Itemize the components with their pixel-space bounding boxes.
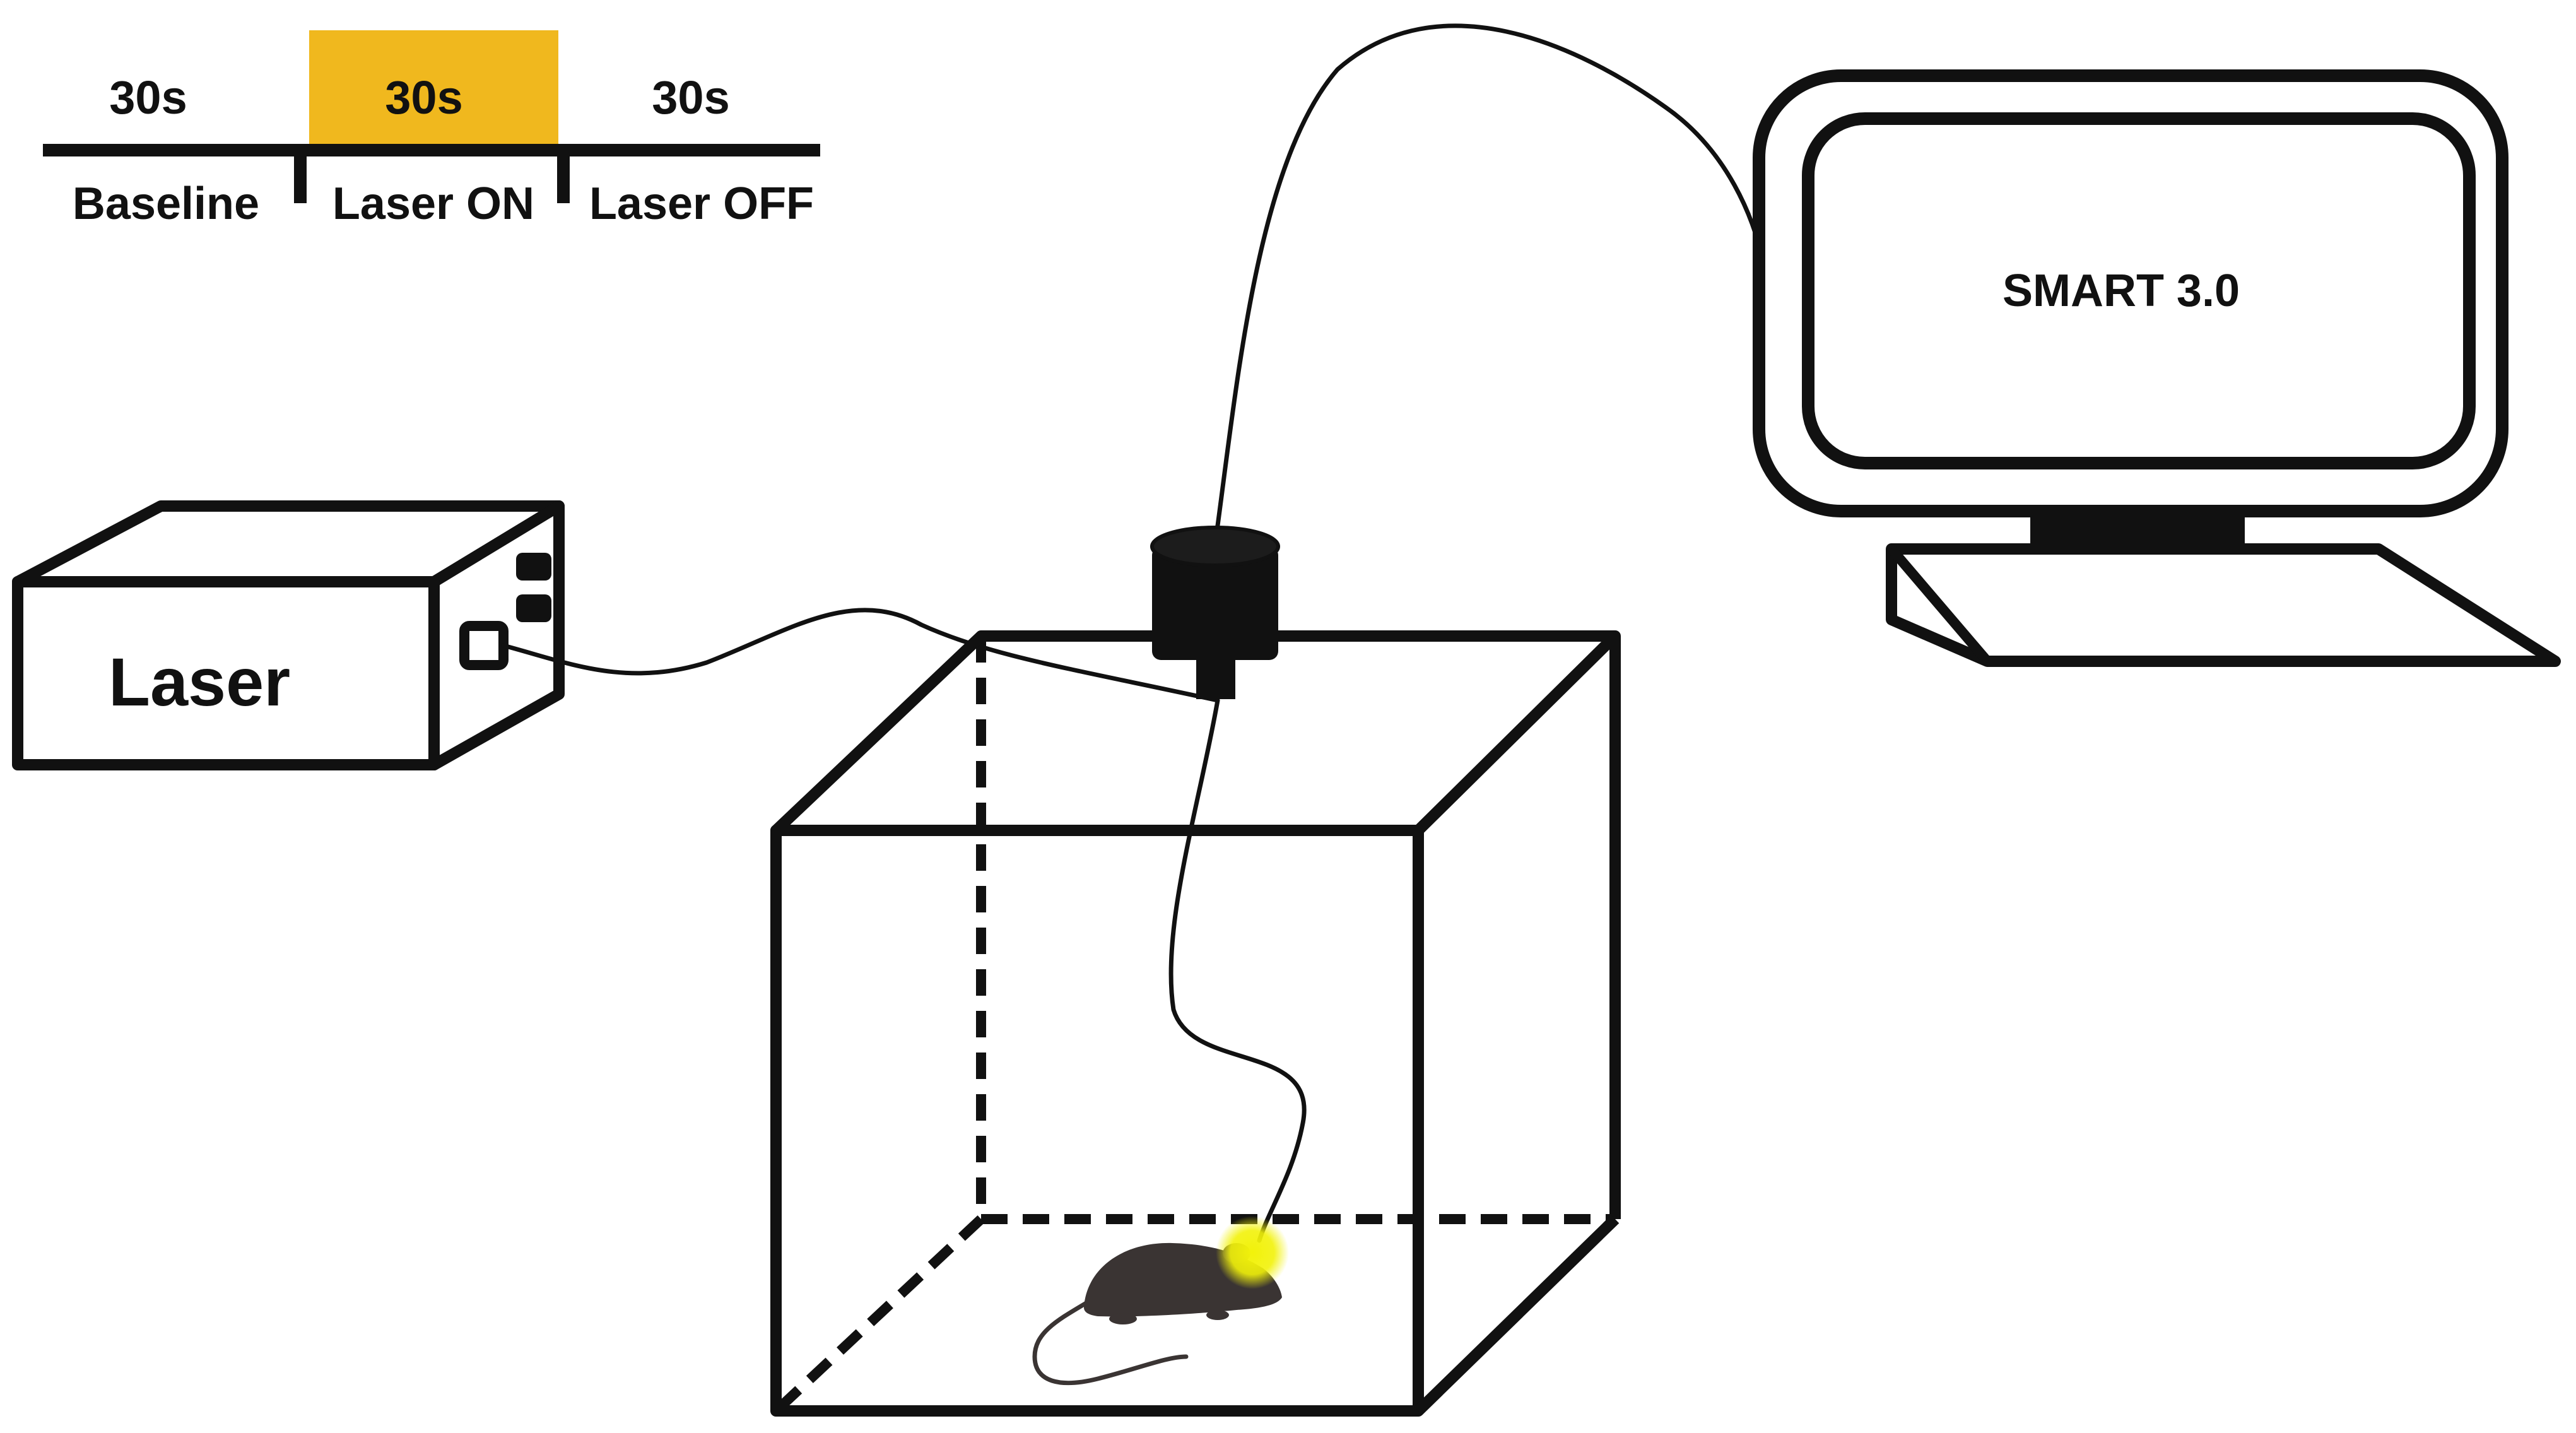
phase-2-label: Laser ON (332, 179, 534, 229)
monitor-screen-label: SMART 3.0 (2003, 266, 2240, 316)
keyboard-edge (1887, 545, 1992, 665)
cables (501, 23, 1764, 1243)
laser-button-top (516, 553, 551, 581)
mouse-tail (1032, 1297, 1189, 1385)
laser-on-highlight (309, 30, 558, 150)
mouse-back-paw (1109, 1313, 1137, 1324)
laser-label: Laser (109, 644, 290, 720)
protocol-timeline: 30s 30s 30s Baseline Laser ON Laser OFF (43, 30, 820, 229)
optic-fiber-to-mouse (1168, 698, 1307, 1243)
laser-button-bottom (516, 594, 551, 622)
laser-output-port (459, 621, 509, 670)
box-right-bottom-edge (1414, 1215, 1620, 1415)
box-back-bottom-left (772, 1215, 985, 1415)
phase-3-duration: 30s (652, 71, 729, 124)
phase-1-duration: 30s (109, 71, 187, 124)
camera-lens (1196, 656, 1235, 699)
computer-monitor: SMART 3.0 (1753, 69, 2561, 667)
laser-box-front (12, 576, 440, 770)
monitor-screen (1802, 112, 2476, 469)
camera-body (1152, 546, 1278, 660)
laser-to-fiber-cable (501, 608, 1220, 703)
phase-2-duration: 30s (385, 71, 462, 124)
camera-to-monitor-cable (1213, 23, 1764, 546)
monitor-stand (2030, 511, 2245, 548)
phase-3-label: Laser OFF (589, 179, 814, 229)
camera-top (1150, 526, 1280, 567)
phase-1-label: Baseline (73, 179, 259, 229)
laser-device: Laser (12, 500, 565, 770)
keyboard (1886, 543, 2561, 667)
mouse-front-paw (1206, 1310, 1229, 1320)
laser-light-spot (1216, 1216, 1289, 1289)
camera (1150, 526, 1280, 699)
open-field-box (770, 630, 1621, 1417)
box-front-face (770, 825, 1424, 1417)
